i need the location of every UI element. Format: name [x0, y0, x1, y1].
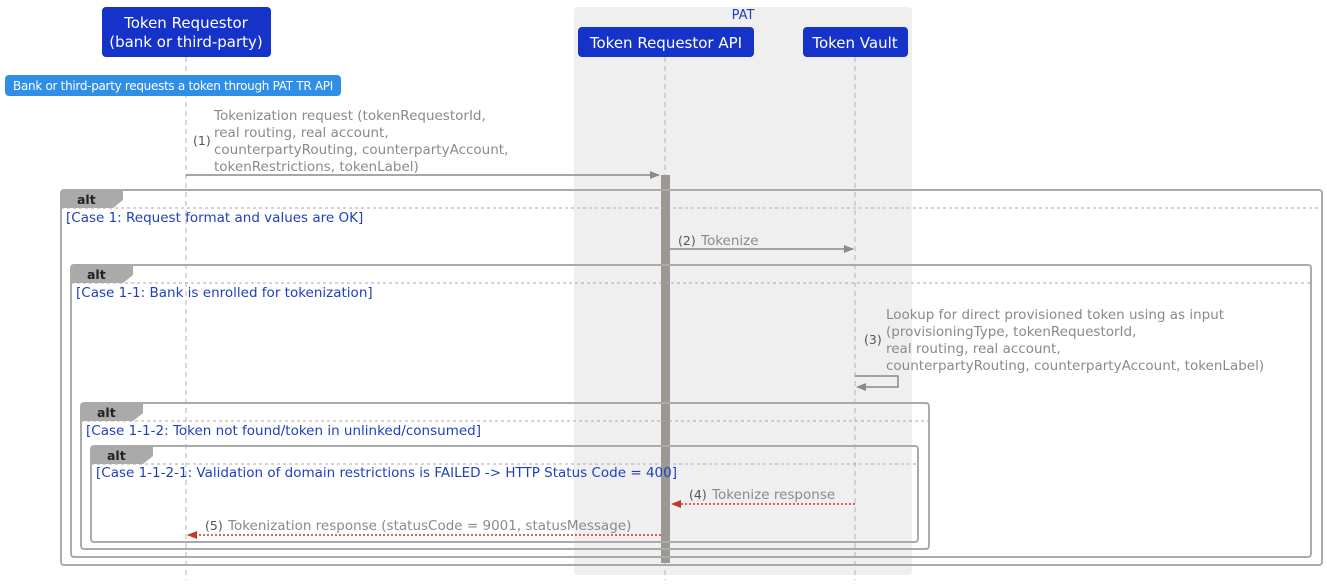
participant-token-vault-label: Token Vault: [811, 34, 897, 52]
note-text: Bank or third-party requests a token thr…: [13, 79, 333, 93]
note-box: Bank or third-party requests a token thr…: [5, 75, 341, 96]
message-1-line-4: tokenRestrictions, tokenLabel): [214, 159, 419, 175]
alt-frame-case-1-1: alt [Case 1-1: Bank is enrolled for toke…: [70, 264, 1312, 558]
message-3-arrow: [855, 375, 899, 391]
alt-frame-case-1-1-2-1: alt [Case 1-1-2-1: Validation of domain …: [90, 445, 919, 543]
message-5-label: Tokenization response (statusCode = 9001…: [227, 518, 631, 534]
alt-1-tag: alt: [77, 192, 96, 207]
alt-1-guard: [Case 1: Request format and values are O…: [66, 210, 363, 226]
alt-2-guard: [Case 1-1: Bank is enrolled for tokeniza…: [76, 285, 373, 301]
message-1-line-3: counterpartyRouting, counterpartyAccount…: [214, 142, 508, 158]
message-3-line-4: counterpartyRouting, counterpartyAccount…: [886, 358, 1264, 374]
api-activation-bar: [661, 175, 670, 563]
participant-token-vault: Token Vault: [803, 27, 908, 57]
participant-token-requestor-api-label: Token Requestor API: [589, 34, 742, 52]
alt-frame-case-1: alt [Case 1: Request format and values a…: [60, 189, 1323, 566]
message-5-number: (5): [205, 518, 223, 533]
participant-token-requestor: Token Requestor (bank or third-party): [102, 7, 271, 57]
alt-frame-case-1-1-2: alt [Case 1-1-2: Token not found/token i…: [80, 402, 930, 550]
message-1-line-2: real routing, real account,: [214, 125, 389, 141]
message-3-line-1: Lookup for direct provisioned token usin…: [886, 307, 1224, 323]
participant-token-requestor-api: Token Requestor API: [578, 27, 754, 57]
message-2-number: (2): [678, 233, 696, 248]
alt-4-tag: alt: [107, 448, 126, 463]
message-2-label: Tokenize: [700, 233, 759, 249]
message-3-line-3: real routing, real account,: [886, 341, 1061, 357]
message-1-number: (1): [193, 133, 211, 148]
alt-2-tag: alt: [87, 267, 106, 282]
pat-group-label: PAT: [732, 8, 755, 23]
alt-3-guard: [Case 1-1-2: Token not found/token in un…: [86, 423, 481, 439]
message-4-number: (4): [689, 487, 707, 502]
alt-3-tag: alt: [97, 405, 116, 420]
message-3-number: (3): [864, 332, 882, 347]
message-1-line-1: Tokenization request (tokenRequestorId,: [213, 108, 486, 124]
participant-token-requestor-line1: Token Requestor: [123, 14, 249, 32]
alt-4-guard: [Case 1-1-2-1: Validation of domain rest…: [96, 465, 677, 481]
message-3-line-2: (provisioningType, tokenRequestorId,: [886, 324, 1136, 340]
message-4-label: Tokenize response: [711, 487, 835, 503]
pat-group-box: [574, 7, 912, 575]
participant-token-requestor-line2: (bank or third-party): [109, 33, 263, 51]
